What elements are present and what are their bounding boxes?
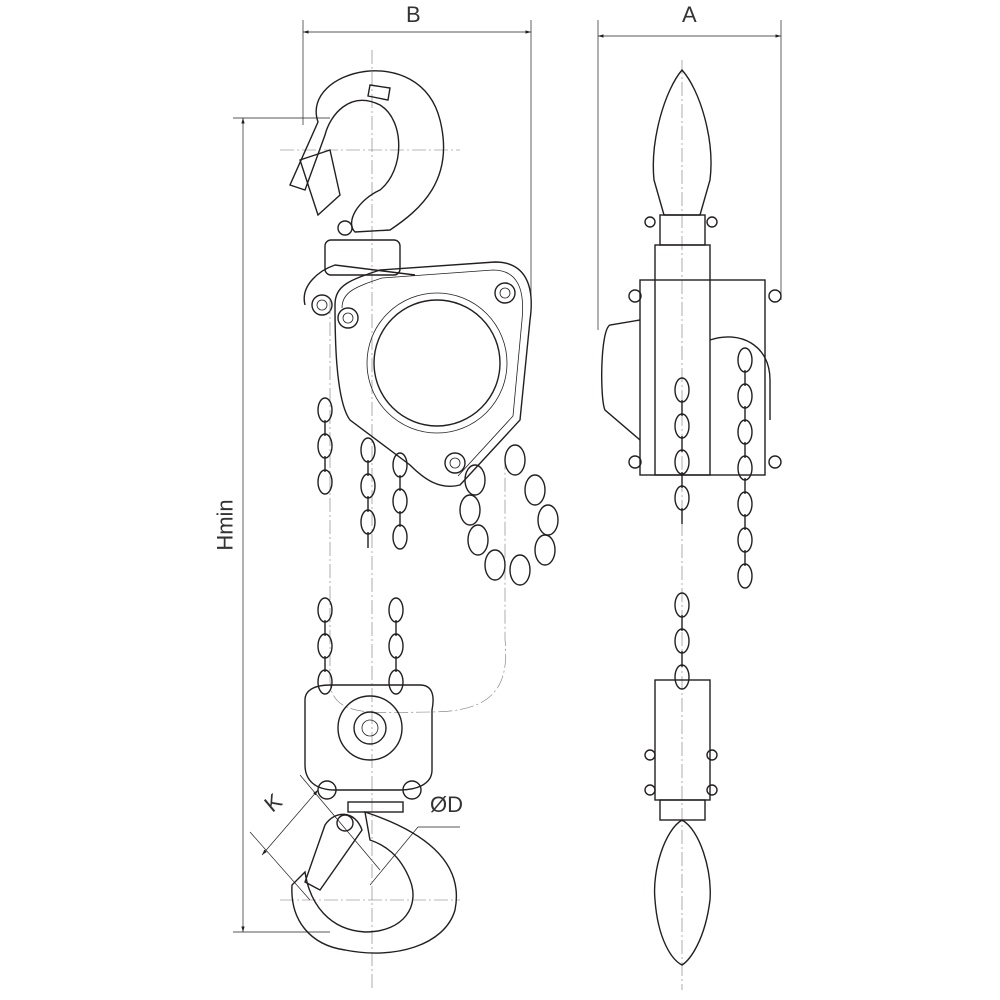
chain-link xyxy=(464,464,486,496)
dimension-od xyxy=(369,826,460,886)
hoist-body xyxy=(303,261,532,487)
chain-link xyxy=(484,549,506,581)
chain-link xyxy=(317,469,333,495)
chain-link xyxy=(534,534,556,566)
top-hook xyxy=(289,70,445,276)
chain-link xyxy=(392,488,408,514)
chain-link xyxy=(737,347,753,373)
label-b: B xyxy=(406,2,421,27)
chain-link xyxy=(509,554,531,586)
dimension-k xyxy=(249,774,381,901)
dimension-b xyxy=(302,20,532,300)
chain-link xyxy=(317,633,333,659)
chain-link xyxy=(504,444,526,476)
chain-link xyxy=(360,437,376,463)
label-hmin: Hmin xyxy=(212,499,238,551)
chain-link xyxy=(388,633,404,659)
bottom-hook xyxy=(291,810,458,954)
dimension-hmin xyxy=(233,117,330,933)
chain-link xyxy=(737,383,753,409)
chain-link xyxy=(537,504,559,536)
chain-link xyxy=(317,669,333,695)
label-od: ØD xyxy=(430,792,463,817)
chain-link xyxy=(737,527,753,553)
chain-link xyxy=(737,419,753,445)
dimension-a xyxy=(597,20,782,330)
chain-link xyxy=(674,664,690,690)
chain-link xyxy=(467,524,489,556)
chain-link xyxy=(388,669,404,695)
bottom-block xyxy=(304,684,434,813)
hand-chain xyxy=(317,300,559,713)
chain-link xyxy=(360,509,376,535)
chain-link xyxy=(737,563,753,589)
chain-link xyxy=(459,494,481,526)
side-view xyxy=(601,68,782,966)
label-a: A xyxy=(682,2,697,27)
chain-link xyxy=(737,491,753,517)
chain-link xyxy=(737,455,753,481)
chain-link xyxy=(392,452,408,478)
chain-link xyxy=(524,474,546,506)
chain-link xyxy=(360,473,376,499)
chain-link xyxy=(392,524,408,550)
chain-link xyxy=(388,597,404,623)
